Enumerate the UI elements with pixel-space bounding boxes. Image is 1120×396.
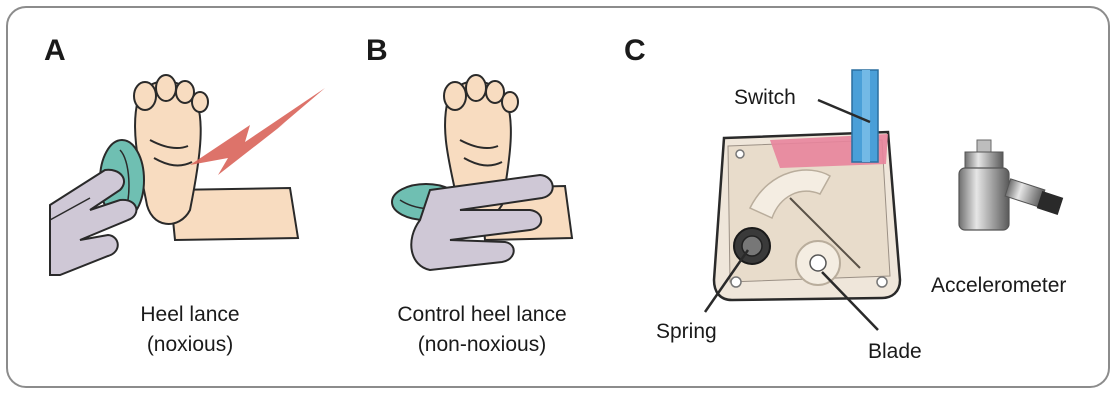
spring-callout-line (705, 250, 748, 312)
accelerometer-sensor-icon (935, 140, 1075, 240)
label-accelerometer: Accelerometer (931, 274, 1066, 298)
switch-callout-line (818, 100, 870, 122)
label-spring: Spring (656, 320, 717, 344)
label-switch: Switch (734, 86, 796, 110)
blade-callout-line (822, 272, 878, 330)
label-blade: Blade (868, 340, 922, 364)
